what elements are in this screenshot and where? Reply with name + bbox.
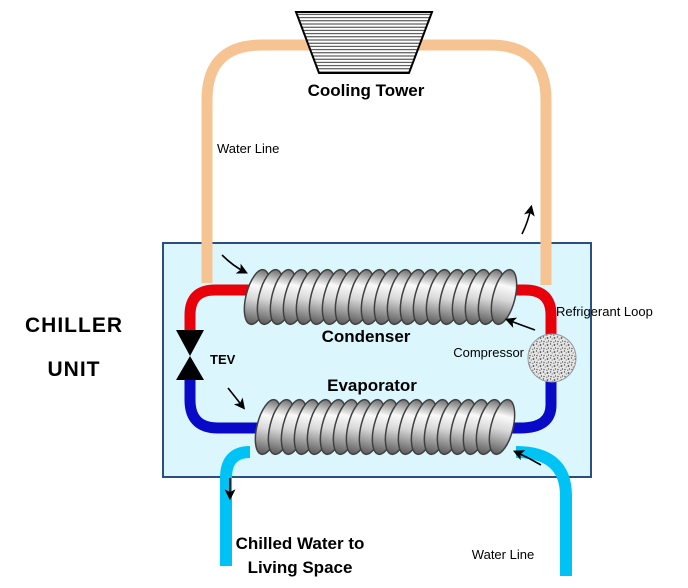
flow-arrow-refrigerant-to-evaporator [227,387,246,410]
tev-upper-triangle [176,330,204,356]
label-tev: TEV [210,352,236,367]
flow-arrow-refrigerant-to-condenser [504,317,536,331]
label-compressor: Compressor [453,345,524,360]
label-chilled-water-line2: Living Space [248,558,353,577]
chilled-water-out-line [220,446,251,566]
compressor-circle [527,333,577,383]
chilled-water-return-line [515,446,572,576]
label-chiller-unit-line1: CHILLER [25,314,123,337]
label-chiller-unit-line2: UNIT [48,358,101,381]
label-water-line-top: Water Line [217,141,279,156]
tower-water-loop [201,39,552,285]
label-condenser: Condenser [322,327,411,346]
label-evaporator: Evaporator [327,376,417,395]
flow-arrow-water-to-tower [521,204,535,235]
tev-valve [176,330,204,380]
flow-arrow-water-into-evaporator [513,450,542,466]
label-cooling-tower: Cooling Tower [308,81,425,100]
evaporator-coil [249,396,521,458]
flow-arrow-water-into-condenser [221,254,248,274]
label-water-line-bottom: Water Line [472,547,534,562]
tev-lower-triangle [176,356,204,380]
label-refrigerant-loop: Refrigerant Loop [556,304,653,319]
cooling-tower-shape [294,11,434,74]
condenser-coil [238,266,523,328]
label-chilled-water-line1: Chilled Water to [236,534,365,553]
